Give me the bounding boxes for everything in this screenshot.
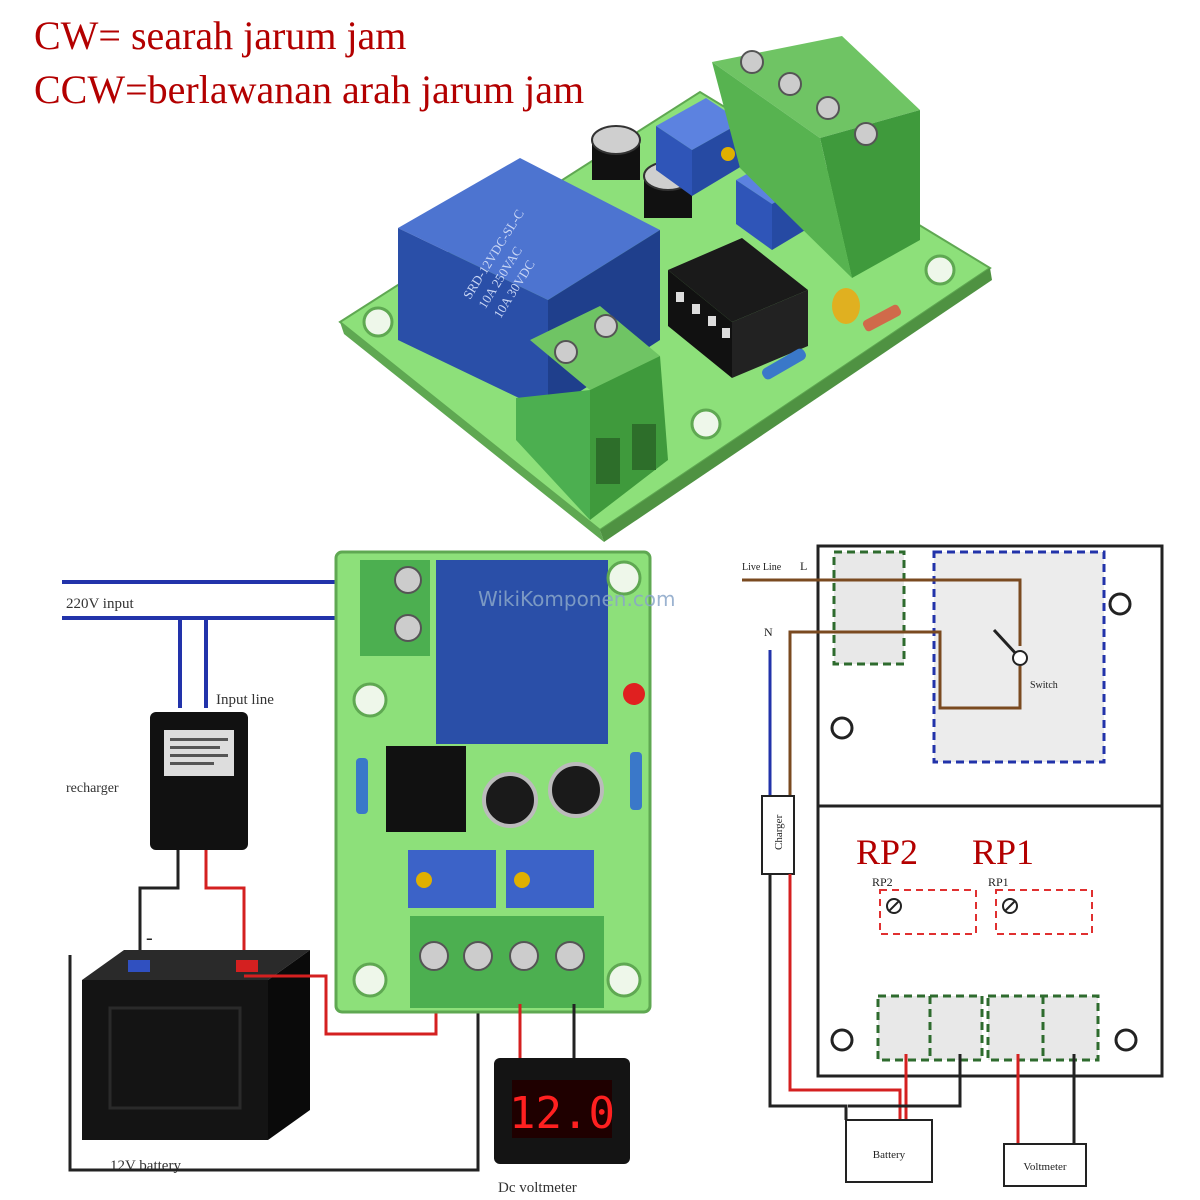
capacitor	[548, 762, 604, 818]
rp2-screw-slot	[888, 900, 900, 912]
input-terminal-area	[832, 550, 906, 666]
label-rp1-large: RP1	[972, 832, 1034, 872]
terminal-screw	[394, 566, 422, 594]
label-charger: Charger	[773, 814, 785, 850]
terminal-screw	[394, 614, 422, 642]
terminal-screw	[463, 941, 493, 971]
ic-chip	[386, 746, 466, 832]
led	[623, 683, 645, 705]
label-l: L	[800, 559, 807, 573]
mount-hole	[830, 1028, 854, 1052]
label-input-line: Input line	[216, 692, 274, 708]
charger-box	[761, 795, 795, 875]
switch-return-wire	[788, 630, 1022, 796]
voltmeter-reading: 12.0	[509, 1088, 615, 1139]
battery-negative-wire	[848, 1054, 962, 1108]
label-220v-input: 220V input	[66, 596, 134, 612]
trimmer-screw	[514, 872, 530, 888]
schematic: Live Line L Switch N Charger RP2 RP1 RP2…	[742, 544, 1164, 1187]
mount-hole	[924, 254, 956, 286]
label-rp1-small: RP1	[988, 875, 1009, 889]
switch-pivot	[1012, 650, 1028, 666]
terminal-block-4	[712, 36, 920, 278]
rp1-screw-slot	[1004, 900, 1016, 912]
terminal-screw	[419, 941, 449, 971]
title-cw: CW= searah jarum jam	[34, 13, 407, 58]
voltmeter-box	[1003, 1143, 1087, 1187]
trimmer-screw	[416, 872, 432, 888]
positive-wire	[204, 850, 246, 970]
rp1-area	[995, 889, 1093, 935]
battery	[82, 950, 310, 1140]
label-recharger: recharger	[66, 781, 119, 796]
ceramic-capacitor	[832, 288, 860, 324]
switch-contact	[992, 628, 1020, 658]
label-rp2-large: RP2	[856, 832, 918, 872]
live-wire	[742, 578, 1022, 646]
minus-sign: -	[146, 927, 153, 949]
diode	[862, 304, 902, 332]
mount-hole	[690, 408, 722, 440]
module-photo: SRD-12VDC-SL-C 10A 250VAC 10A 30VDC	[338, 36, 992, 542]
label-rp2-small: RP2	[872, 875, 893, 889]
label-voltmeter: Voltmeter	[1023, 1161, 1067, 1173]
rp2-area	[879, 889, 977, 935]
title-ccw: CCW=berlawanan arah jarum jam	[34, 67, 585, 112]
ic-chip	[668, 238, 808, 378]
label-n: N	[764, 625, 773, 639]
label-voltmeter: Dc voltmeter	[498, 1180, 577, 1196]
negative-wire	[138, 850, 180, 960]
label-battery: 12V battery	[110, 1158, 181, 1174]
recharger	[150, 712, 248, 850]
mount-hole	[362, 306, 394, 338]
battery-box	[845, 1119, 933, 1183]
voltmeter: 12.0	[494, 1058, 630, 1164]
mount-hole	[352, 682, 388, 718]
terminal-screw	[509, 941, 539, 971]
resistor	[356, 758, 368, 814]
label-battery: Battery	[873, 1149, 906, 1161]
terminal-block-2	[516, 306, 668, 520]
wiring-photo: 220V input Input line recharger - + 12V …	[62, 550, 676, 1196]
terminal-screw	[555, 941, 585, 971]
trimmer-pot-rp2	[656, 98, 742, 196]
resistor	[762, 348, 806, 380]
battery-positive-wire	[244, 974, 438, 1036]
board-outline-sides	[816, 546, 1164, 1078]
charger-negative-wire	[768, 874, 848, 1120]
mount-hole	[606, 560, 642, 596]
pcb-edge-right	[600, 268, 992, 542]
mount-hole	[1108, 592, 1132, 616]
mount-hole	[352, 962, 388, 998]
pcb-edge	[340, 322, 604, 542]
label-switch: Switch	[1030, 680, 1058, 691]
capacitor	[591, 125, 641, 180]
resistor	[630, 752, 642, 810]
battery-negative-wire	[68, 955, 480, 1172]
module-relay	[436, 560, 608, 744]
label-live-line: Live Line	[742, 562, 782, 573]
mount-hole	[606, 962, 642, 998]
watermark: WikiKomponen.com	[478, 587, 676, 611]
capacitor	[482, 772, 538, 828]
mount-hole	[1114, 1028, 1138, 1052]
mount-hole	[830, 716, 854, 740]
